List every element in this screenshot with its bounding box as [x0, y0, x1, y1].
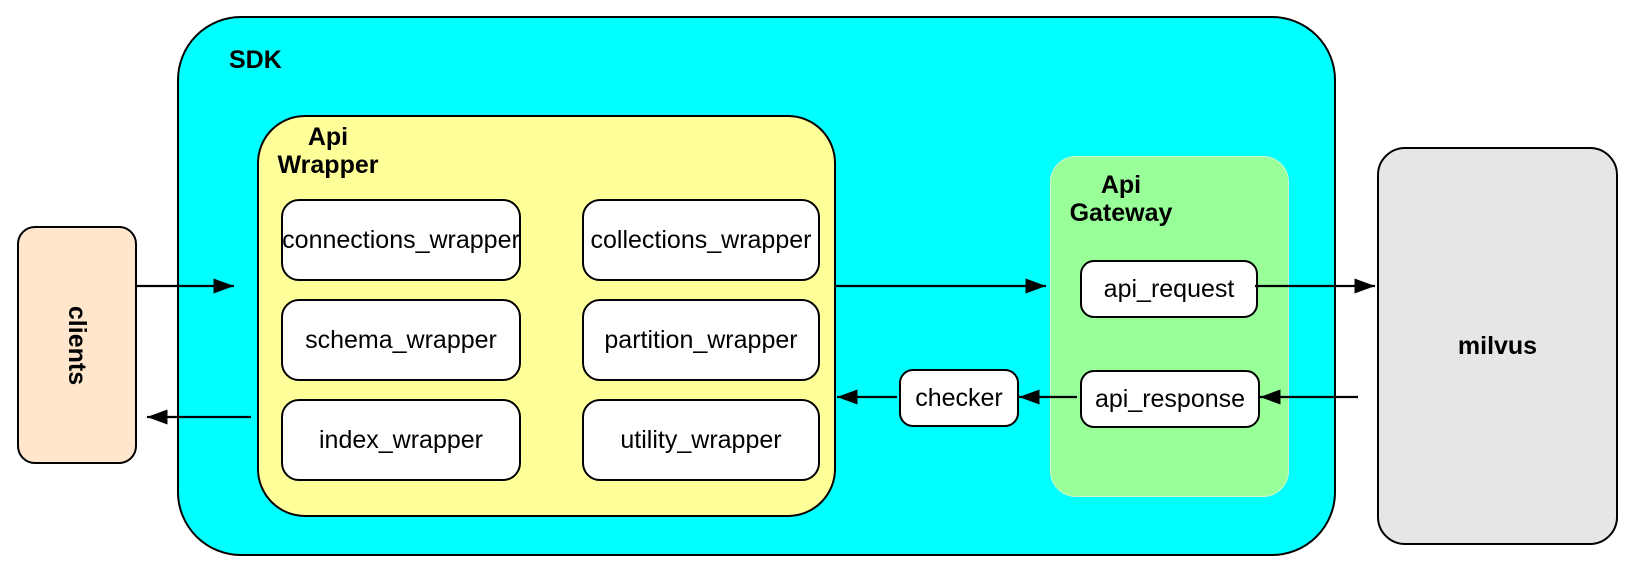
api-response-box: api_response — [1080, 370, 1260, 428]
api-request-box: api_request — [1080, 260, 1258, 318]
module-index-wrapper: index_wrapper — [281, 399, 521, 481]
api-wrapper-label: Api Wrapper — [277, 123, 379, 179]
module-schema-wrapper-label: schema_wrapper — [305, 325, 497, 354]
module-index-wrapper-label: index_wrapper — [319, 425, 483, 454]
api-wrapper-container: Api Wrapper connections_wrapper collecti… — [257, 115, 836, 517]
milvus-box: milvus — [1377, 147, 1618, 545]
module-utility-wrapper: utility_wrapper — [582, 399, 820, 481]
module-partition-wrapper: partition_wrapper — [582, 299, 820, 381]
module-collections-wrapper: collections_wrapper — [582, 199, 820, 281]
sdk-container: SDK Api Wrapper connections_wrapper coll… — [177, 16, 1336, 556]
module-connections-wrapper-label: connections_wrapper — [282, 225, 520, 254]
milvus-label: milvus — [1457, 331, 1538, 360]
module-collections-wrapper-label: collections_wrapper — [590, 225, 812, 254]
checker-label: checker — [915, 383, 1003, 412]
api-request-label: api_request — [1103, 274, 1235, 303]
api-response-label: api_response — [1094, 384, 1246, 413]
clients-box: clients — [17, 226, 137, 464]
sdk-label: SDK — [229, 46, 282, 74]
module-schema-wrapper: schema_wrapper — [281, 299, 521, 381]
module-connections-wrapper: connections_wrapper — [281, 199, 521, 281]
module-partition-wrapper-label: partition_wrapper — [604, 325, 798, 354]
clients-label: clients — [63, 305, 92, 385]
api-gateway-label: Api Gateway — [1069, 171, 1173, 227]
api-gateway-container: Api Gateway api_request api_response — [1050, 156, 1289, 497]
module-utility-wrapper-label: utility_wrapper — [620, 425, 782, 454]
checker-box: checker — [899, 369, 1019, 427]
